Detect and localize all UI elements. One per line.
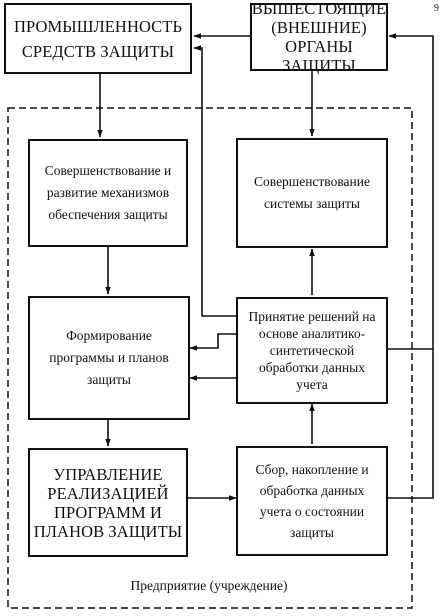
collection-line-1: Сбор, накопление и bbox=[255, 462, 369, 477]
industry-box: ПРОМЫШЛЕННОСТЬ СРЕДСТВ ЗАЩИТЫ bbox=[4, 3, 192, 74]
enterprise-label: Предприятие (учреждение) bbox=[130, 578, 288, 593]
corner-mark: 9 bbox=[434, 3, 439, 14]
arrow-decisions-to-industry bbox=[193, 45, 236, 317]
system-line-1: Совершенствование bbox=[254, 174, 370, 189]
mechanisms-line-2: развитие механизмов bbox=[46, 185, 170, 200]
decisions-line-5: учета bbox=[296, 377, 328, 392]
system-line-2: системы защиты bbox=[263, 196, 360, 211]
programs-line-2: программы и планов bbox=[49, 350, 169, 365]
system-box: Совершенствование системы защиты bbox=[236, 138, 388, 248]
decisions-box: Принятие решений на основе аналитико- си… bbox=[236, 297, 388, 404]
programs-line-1: Формирование bbox=[66, 328, 152, 343]
authorities-line-1: ВЫШЕСТОЯЩИЕ bbox=[251, 0, 387, 18]
decisions-line-2: основе аналитико- bbox=[258, 326, 366, 341]
arrow-collection-to-authorities bbox=[388, 33, 434, 499]
management-line-1: УПРАВЛЕНИЕ bbox=[53, 464, 163, 484]
collection-line-4: защиты bbox=[290, 525, 334, 540]
decisions-line-1: Принятие решений на bbox=[248, 309, 376, 324]
authorities-box: ВЫШЕСТОЯЩИЕ (ВНЕШНИЕ) ОРГАНЫ ЗАЩИТЫ bbox=[250, 0, 388, 75]
mechanisms-line-1: Совершенствование и bbox=[44, 163, 172, 178]
authorities-line-2: (ВНЕШНИЕ) ОРГАНЫ bbox=[271, 18, 367, 56]
mechanisms-box: Совершенствование и развитие механизмов … bbox=[28, 139, 188, 247]
industry-line-1: ПРОМЫШЛЕННОСТЬ bbox=[13, 16, 183, 36]
enterprise-boundary bbox=[7, 107, 413, 609]
management-line-3: ПРОГРАММ И bbox=[53, 502, 163, 522]
decisions-line-3: синтетической bbox=[269, 343, 355, 358]
industry-line-2: СРЕДСТВ ЗАЩИТЫ bbox=[21, 41, 175, 61]
programs-line-3: защиты bbox=[87, 372, 131, 387]
collection-line-2: обработка данных bbox=[259, 483, 365, 498]
management-line-2: РЕАЛИЗАЦИЕЙ bbox=[47, 483, 169, 503]
arrow-decisions-to-programs-high bbox=[189, 333, 236, 351]
management-box: УПРАВЛЕНИЕ РЕАЛИЗАЦИЕЙ ПРОГРАММ И ПЛАНОВ… bbox=[28, 448, 188, 557]
collection-line-3: учета о состоянии bbox=[259, 504, 365, 519]
collection-box: Сбор, накопление и обработка данных учет… bbox=[236, 446, 388, 556]
decisions-line-4: обработки данных bbox=[259, 360, 365, 375]
programs-box: Формирование программы и планов защиты bbox=[28, 296, 190, 420]
mechanisms-line-3: обеспечения защиты bbox=[48, 207, 168, 222]
management-line-4: ПЛАНОВ ЗАЩИТЫ bbox=[33, 521, 183, 541]
authorities-line-3: ЗАЩИТЫ bbox=[282, 56, 356, 75]
